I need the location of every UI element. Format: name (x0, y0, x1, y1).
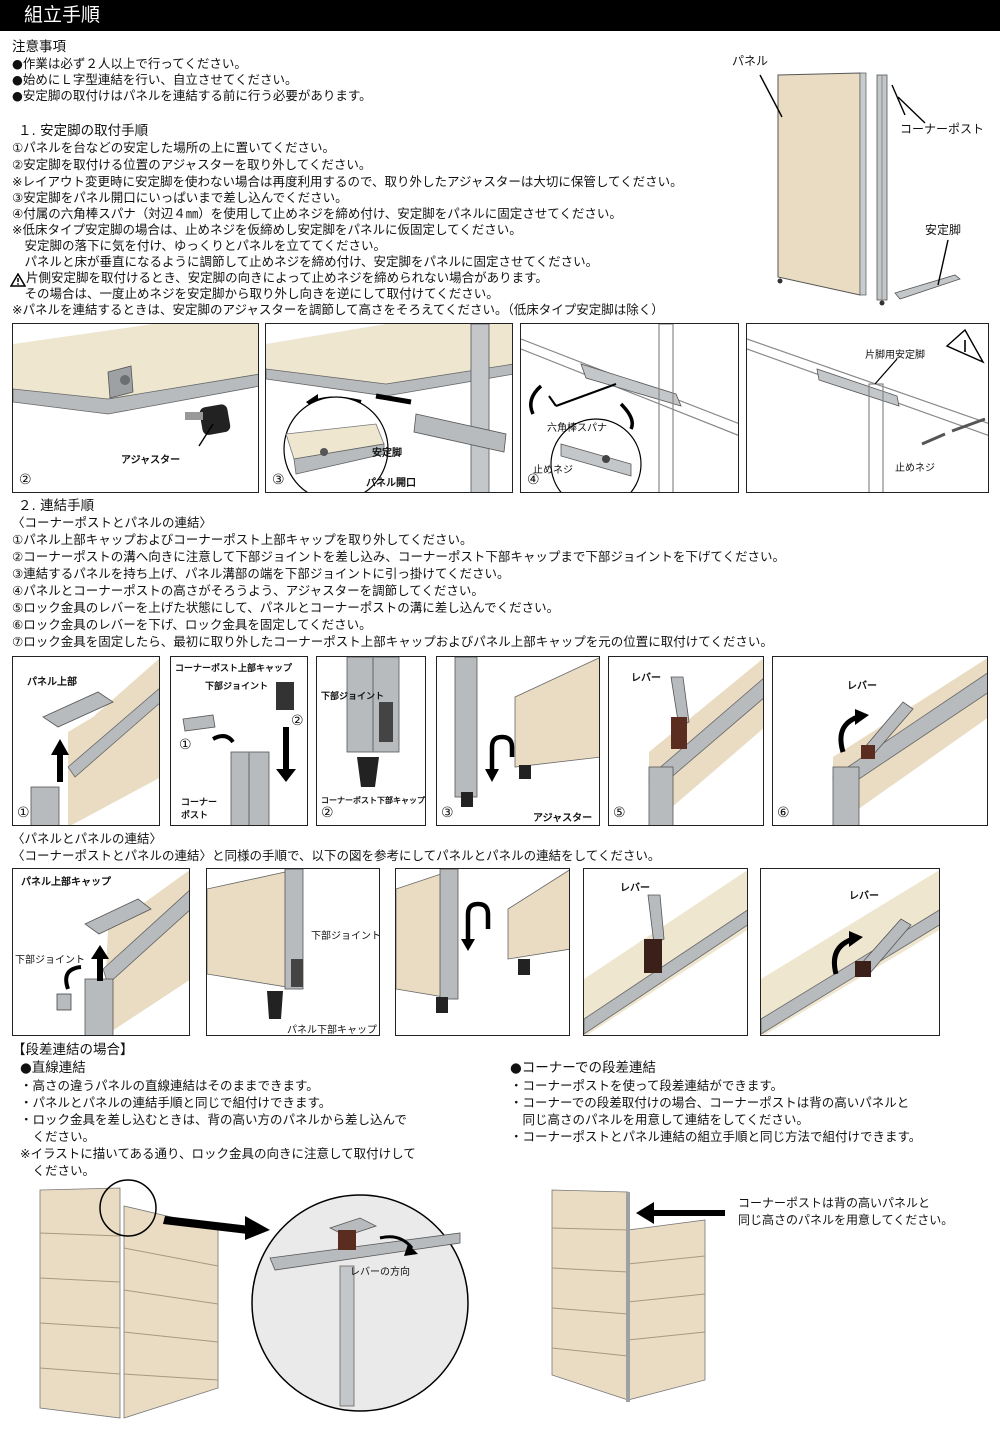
figure-leg-insertion: 安定脚 パネル開口 ③ (265, 323, 513, 493)
section1-line: ①パネルを台などの安定した場所の上に置いてください。 (12, 140, 335, 155)
figure-panel-lock-lower: レバー (760, 868, 940, 1036)
section2-line: ⑤ロック金具のレバーを上げた状態にして、パネルとコーナーポストの溝に差し込んでく… (12, 600, 560, 615)
figure-panel-lower-cap: 下部ジョイント パネル下部キャップ (206, 868, 380, 1036)
step-right-line: ・コーナーポストを使って段差連結ができます。 (510, 1078, 784, 1093)
label-leg: 安定脚 (372, 448, 402, 459)
figure-screw-tightening: 六角棒スパナ 止めネジ ④ (520, 323, 739, 493)
label-adjuster: アジャスター (533, 813, 593, 824)
section2-heading: ２. 連結手順 (18, 498, 95, 514)
label-lever: レバー (631, 673, 661, 684)
label-lever: レバー (847, 681, 877, 692)
label-panel-lower-cap: パネル下部キャップ (287, 1025, 377, 1036)
figure-number: ① (179, 737, 192, 753)
figure-number: ② (19, 472, 32, 488)
figure-panel-hook (395, 868, 570, 1036)
step-right-line: ・コーナーでの段差取付けの場合、コーナーポストは背の高いパネルと (510, 1095, 910, 1110)
section2-line: ②コーナーポストの溝へ向きに注意して下部ジョイントを差し込み、コーナーポスト下部… (12, 549, 785, 564)
label-lower-joint: 下部ジョイント (311, 931, 380, 942)
label-panel-top-cap: パネル上部キャップ (21, 877, 111, 888)
section1-line: ※レイアウト変更時に安定脚を使わない場合は再度利用するので、取り外したアジャスタ… (12, 174, 683, 189)
label-panel-top: パネル上部 (27, 677, 77, 688)
note-item: ●作業は必ず２人以上で行ってください。 (12, 56, 247, 71)
figure-number: ④ (527, 472, 540, 488)
section2-line: ⑥ロック金具のレバーを下げ、ロック金具を固定してください。 (12, 617, 372, 632)
figure-number: ③ (441, 805, 454, 821)
label-lower-joint: 下部ジョイント (15, 955, 85, 966)
figure-number: ② (321, 805, 334, 821)
section1-line: ※低床タイプ安定脚の場合は、止めネジを仮締めし安定脚をパネルに仮固定してください… (12, 222, 522, 237)
figure-adjuster-removal: アジャスター ② (12, 323, 259, 493)
label-screw: 止めネジ (533, 465, 573, 476)
label-corner-post: コーナー ポスト (181, 798, 218, 821)
label-screw: 止めネジ (895, 463, 935, 474)
section2-line: ④パネルとコーナーポストの高さがそろうよう、アジャスターを調節してください。 (12, 583, 484, 598)
corner-step-figure: コーナーポストは背の高いパネルと 同じ高さのパネルを用意してください。 (540, 1180, 995, 1432)
section2-line: ③連結するパネルを持ち上げ、パネル溝部の端を下部ジョイントに引っ掛けてください。 (12, 566, 510, 581)
label-lever: レバー (620, 883, 650, 894)
figure-number: ⑥ (777, 805, 790, 821)
figure-number: ③ (272, 472, 285, 488)
label-single-leg: 片脚用安定脚 (865, 350, 925, 361)
label-panel-opening: パネル開口 (366, 478, 416, 489)
label-adjuster: アジャスター (121, 455, 181, 466)
section1-line: 片側安定脚を取付けるとき、安定脚の向きによって止めネジを締められない場合がありま… (26, 270, 548, 285)
section1-heading: １. 安定脚の取付手順 (18, 123, 149, 139)
figure-insert-lock: レバー ⑤ (608, 656, 764, 826)
figure-panel-lock-insert: レバー (583, 868, 748, 1036)
step-left-line: ※イラストに描いてある通り、ロック金具の向きに注意して取付けして (20, 1146, 416, 1161)
corner-note-line: 同じ高さのパネルを用意してください。 (738, 1213, 954, 1227)
label-wrench: 六角棒スパナ (547, 423, 607, 434)
section2-sub2-desc: 〈コーナーポストとパネルの連結〉と同様の手順で、以下の図を参考にしてパネルとパネ… (12, 848, 661, 863)
figure-panel-cap: パネル上部キャップ 下部ジョイント (12, 868, 190, 1036)
note-item: ●始めにＬ字型連結を行い、自立させてください。 (12, 72, 298, 87)
label-lever: レバー (849, 891, 879, 902)
step-right-line: 同じ高さのパネルを用意して連結をしてください。 (510, 1112, 809, 1127)
figure-number: ① (17, 805, 30, 821)
section1-line: ※パネルを連結するときは、安定脚のアジャスターを調節して高さをそろえてください。… (12, 302, 664, 317)
figure-hook-panel: アジャスター ③ (436, 656, 600, 826)
label-panel: パネル (732, 54, 769, 68)
section1-line: ③安定脚をパネル開口にいっぱいまで差し込んでください。 (12, 190, 348, 205)
step-left-line: ・ロック金具を差し込むときは、背の高い方のパネルから差し込んで (20, 1112, 407, 1127)
section1-line: ②安定脚を取付ける位置のアジャスターを取り外してください。 (12, 157, 372, 172)
notes-heading: 注意事項 (12, 39, 66, 55)
label-leg: 安定脚 (925, 223, 962, 237)
step-right-line: ・コーナーポストとパネル連結の組立手順と同じ方法で組付けできます。 (510, 1129, 922, 1144)
section2-sub1: 〈コーナーポストとパネルの連結〉 (12, 515, 213, 530)
label-lower-joint: 下部ジョイント (321, 692, 385, 702)
section2-sub2: 〈パネルとパネルの連結〉 (12, 831, 163, 846)
figure-single-leg: 片脚用安定脚 止めネジ (746, 323, 989, 493)
figure-remove-panel-cap: パネル上部 ① (12, 656, 160, 826)
figure-lower-lock: レバー ⑥ (772, 656, 988, 826)
label-lower-joint: 下部ジョイント (205, 682, 269, 692)
section2-line: ⑦ロック金具を固定したら、最初に取り外したコーナーポスト上部キャップおよびパネル… (12, 634, 773, 649)
step-left-line: ・高さの違うパネルの直線連結はそのままできます。 (20, 1078, 319, 1093)
step-section-heading: 【段差連結の場合】 (12, 1042, 134, 1058)
label-corner-post: コーナーポスト (900, 122, 985, 136)
figure-lower-joint: 下部ジョイント コーナーポスト下部キャップ ② (316, 656, 426, 826)
label-post-lower-cap: コーナーポスト下部キャップ (321, 796, 425, 805)
section1-line: パネルと床が垂直になるように調節して止めネジを締め付け、安定脚をパネルに固定させ… (12, 254, 599, 269)
figure-number: ⑤ (613, 805, 626, 821)
step-left-heading: ●直線連結 (20, 1060, 86, 1076)
figure-insert-joint: コーナーポスト上部キャップ 下部ジョイント コーナー ポスト ① ② (170, 656, 308, 826)
section1-line: その場合は、一度止めネジを安定脚から取り外し向きを逆にして取付けてください。 (12, 286, 499, 301)
step-left-line: ください。 (20, 1129, 96, 1144)
step-left-line: ください。 (20, 1163, 96, 1178)
straight-step-figure: レバーの方向 (20, 1178, 490, 1432)
label-post-top-cap: コーナーポスト上部キャップ (175, 664, 293, 674)
note-item: ●安定脚の取付けはパネルを連結する前に行う必要があります。 (12, 88, 372, 103)
step-left-line: ・パネルとパネルの連結手順と同じで組付けできます。 (20, 1095, 332, 1110)
figure-number: ② (291, 713, 304, 729)
panel-overview-figure: パネル コーナーポスト 安定脚 (720, 45, 995, 310)
panel-overview-drawing (759, 72, 961, 306)
label-lever-direction: レバーの方向 (350, 1267, 410, 1278)
corner-note-line: コーナーポストは背の高いパネルと (738, 1196, 931, 1210)
section1-line: 安定脚の落下に気を付け、ゆっくりとパネルを立ててください。 (12, 238, 387, 253)
section1-line: ④付属の六角棒スパナ（対辺４㎜）を使用して止めネジを締め付け、安定脚をパネルに固… (12, 206, 622, 221)
section2-line: ①パネル上部キャップおよびコーナーポスト上部キャップを取り外してください。 (12, 532, 473, 547)
warning-icon (9, 272, 27, 291)
step-right-heading: ●コーナーでの段差連結 (510, 1060, 656, 1076)
page-title: 組立手順 (0, 0, 1000, 31)
